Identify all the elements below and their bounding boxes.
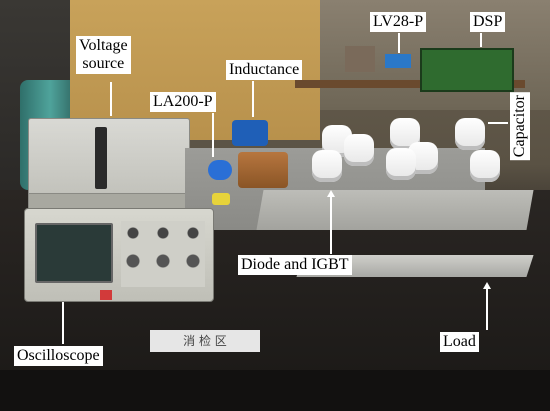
lv28p-sensor bbox=[385, 54, 411, 68]
pointer-inductance bbox=[252, 81, 254, 117]
oscilloscope-red-tag bbox=[100, 290, 112, 300]
voltage-source-display bbox=[95, 127, 107, 189]
arrow-load bbox=[483, 282, 491, 289]
capacitor-7 bbox=[455, 118, 485, 150]
copper-busbar bbox=[238, 152, 288, 188]
inductor-device bbox=[232, 120, 268, 146]
capacitor-3 bbox=[312, 150, 342, 182]
relay-block bbox=[345, 46, 375, 72]
label-inductance: Inductance bbox=[226, 60, 303, 80]
label-load: Load bbox=[440, 332, 479, 352]
arrow-diode-igbt bbox=[327, 190, 335, 197]
label-dsp: DSP bbox=[470, 12, 506, 32]
label-la200p: LA200-P bbox=[150, 92, 216, 112]
label-oscilloscope: Oscilloscope bbox=[14, 346, 103, 366]
oscilloscope-screen bbox=[35, 223, 113, 283]
bench-sign-text: 消 检 区 bbox=[183, 334, 227, 348]
pointer-oscilloscope bbox=[62, 302, 64, 344]
yellow-terminal bbox=[212, 193, 230, 205]
pointer-capacitor bbox=[488, 122, 508, 124]
bench-sign bbox=[150, 330, 260, 352]
la200p-sensor bbox=[208, 160, 232, 180]
pointer-dsp bbox=[480, 33, 482, 47]
voltage-source-front-panel bbox=[29, 193, 189, 212]
pointer-voltage-source bbox=[110, 82, 112, 116]
oscilloscope-device bbox=[24, 208, 214, 302]
label-voltage-source-line2: source bbox=[82, 55, 125, 72]
label-lv28p: LV28-P bbox=[370, 12, 427, 32]
upper-shelf bbox=[295, 80, 525, 88]
label-capacitor: Capacitor bbox=[510, 92, 530, 161]
label-diode-igbt: Diode and IGBT bbox=[238, 255, 352, 275]
pointer-load bbox=[486, 288, 488, 330]
pointer-diode-igbt bbox=[330, 196, 332, 254]
label-voltage-source-line1: Voltage bbox=[79, 37, 128, 54]
metal-base-plate-right bbox=[256, 190, 534, 230]
label-voltage-source: Voltage source bbox=[76, 36, 131, 74]
pointer-la200p bbox=[212, 113, 214, 157]
voltage-source-device bbox=[28, 118, 190, 212]
pointer-lv28p bbox=[398, 33, 400, 53]
capacitor-8 bbox=[470, 150, 500, 182]
dsp-board bbox=[420, 48, 514, 92]
oscilloscope-controls bbox=[121, 221, 205, 287]
capacitor-2 bbox=[344, 134, 374, 166]
bench-edge bbox=[0, 370, 550, 411]
capacitor-6 bbox=[386, 148, 416, 180]
